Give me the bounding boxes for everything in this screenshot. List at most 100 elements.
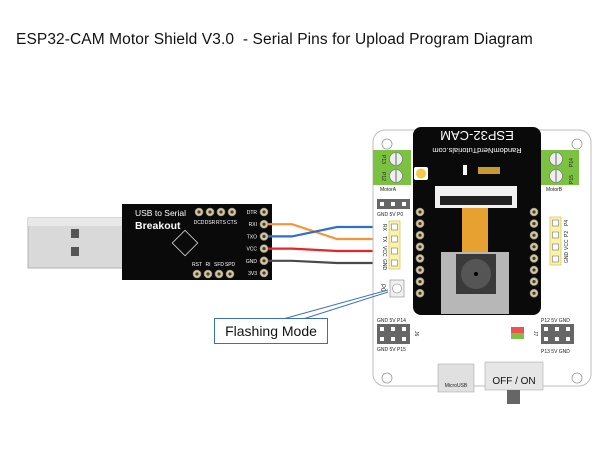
usb-serial-title-1: USB to Serial bbox=[135, 208, 186, 218]
usb-serial-side-pin bbox=[259, 256, 269, 266]
camera-lens-center bbox=[474, 272, 478, 276]
motor-b-label: MotorB bbox=[546, 187, 563, 193]
esp32-right-pin bbox=[529, 230, 539, 240]
right-header: P4 P2 VCC GND bbox=[549, 216, 570, 266]
serial-pin-label: RX bbox=[381, 224, 387, 232]
usb-serial-side-pin bbox=[259, 268, 269, 278]
esp32-right-pin bbox=[529, 242, 539, 252]
usb-serial-bottom-pin-label: RI bbox=[206, 262, 211, 268]
usb-serial-side-pin bbox=[259, 207, 269, 217]
usb-serial-side-pin-label: VCC bbox=[246, 247, 257, 253]
esp32-left-pin bbox=[415, 265, 425, 275]
motor-b-pin: P14 bbox=[569, 158, 575, 167]
micro-usb-label: MicroUSB bbox=[445, 383, 468, 389]
micro-usb-port bbox=[437, 363, 475, 393]
usb-plug-highlight bbox=[28, 218, 128, 226]
usb-serial-top-pin bbox=[194, 207, 204, 217]
led-green bbox=[511, 333, 524, 339]
usb-plug-hole bbox=[71, 229, 79, 238]
smd-part bbox=[463, 165, 467, 175]
diagram-title: ESP32-CAM Motor Shield V3.0 - Serial Pin… bbox=[16, 31, 533, 48]
usb-serial-bottom-pin-label: SFD bbox=[214, 262, 224, 268]
right-header-block bbox=[549, 216, 562, 266]
j6-block bbox=[377, 324, 410, 344]
right-pin-label: P2 bbox=[564, 231, 570, 237]
motor-a-pin: P13 bbox=[380, 155, 386, 164]
mounting-hole bbox=[381, 372, 393, 384]
camera-connector-slot bbox=[440, 196, 512, 205]
usb-serial-top-pin-label: CTS bbox=[227, 220, 238, 226]
callout-pointer bbox=[282, 289, 389, 320]
motor-b-terminal: P14 P15 MotorB bbox=[541, 150, 579, 193]
usb-serial-bottom-pin-label: SPD bbox=[225, 262, 236, 268]
right-pin-label: VCC bbox=[564, 239, 570, 250]
esp32-right-pin bbox=[529, 265, 539, 275]
esp32-left-pin bbox=[415, 207, 425, 217]
smd-array bbox=[478, 167, 500, 174]
esp32-right-pin bbox=[529, 219, 539, 228]
j7-block bbox=[541, 324, 574, 344]
esp32-right-pin bbox=[529, 254, 539, 263]
header-gnd-5v-p0: GND 5V P0 bbox=[377, 199, 410, 218]
serial-pin-label: TX bbox=[381, 236, 387, 243]
esp32-right-pin bbox=[529, 288, 539, 298]
motor-b-pin: P15 bbox=[569, 175, 575, 184]
right-pin-label: GND bbox=[564, 252, 570, 264]
header-label: GND 5V P0 bbox=[377, 212, 403, 218]
mounting-hole bbox=[571, 372, 583, 384]
esp32-cam-url: RandomNerdTutorials.com bbox=[432, 146, 521, 155]
usb-plug-hole bbox=[71, 247, 79, 256]
esp32-left-pin bbox=[415, 219, 425, 228]
p0-flash-button: P0 bbox=[379, 279, 405, 298]
mounting-hole bbox=[571, 138, 583, 150]
serial-pin-label: VCC bbox=[381, 246, 387, 257]
chip-outline bbox=[171, 229, 199, 257]
camera-ribbon bbox=[462, 208, 488, 253]
p0-button-label: P0 bbox=[379, 284, 385, 292]
usb-serial-top-pin bbox=[216, 207, 226, 217]
usb-serial-bottom-pin bbox=[192, 269, 202, 279]
power-switch-lever bbox=[507, 390, 520, 404]
usb-serial-top-pin-label: DSR bbox=[205, 220, 216, 226]
usb-serial-side-pin bbox=[259, 232, 269, 241]
flash-led bbox=[416, 168, 426, 179]
esp32-right-pin bbox=[529, 277, 539, 286]
serial-pin-label: GND bbox=[381, 259, 387, 271]
usb-serial-side-pin-label: RXI bbox=[249, 222, 257, 228]
usb-serial-side-pin bbox=[259, 219, 269, 229]
right-pin-label: P4 bbox=[564, 220, 570, 226]
motor-a-terminal: P13 P12 MotorA bbox=[373, 150, 411, 193]
esp32-cam-title: ESP32-CAM bbox=[440, 128, 514, 143]
usb-serial-side-pin-label: TXO bbox=[247, 234, 257, 240]
usb-plug bbox=[27, 217, 129, 269]
usb-serial-bottom-pin bbox=[203, 269, 213, 279]
usb-serial-side-pin bbox=[259, 244, 269, 253]
flashing-mode-callout: Flashing Mode bbox=[214, 318, 328, 344]
header-j6: GND 5V P14 GND 5V P15 J6 bbox=[377, 318, 419, 353]
usb-serial-side-pin-label: DTR bbox=[247, 210, 258, 216]
serial-header-block bbox=[388, 220, 401, 270]
usb-plug-body bbox=[27, 217, 129, 269]
j7-bottom-label: P13 5V GND bbox=[541, 349, 570, 355]
mounting-hole bbox=[381, 138, 393, 150]
esp32-left-pin bbox=[415, 277, 425, 286]
usb-serial-bottom-pin bbox=[225, 269, 235, 279]
power-switch-label: OFF / ON bbox=[492, 376, 535, 387]
callout-pointer bbox=[302, 291, 389, 320]
usb-serial-side-pin-label: 3V3 bbox=[248, 271, 257, 277]
j6-label: J6 bbox=[413, 331, 419, 337]
wire-txo-to-rx bbox=[268, 225, 389, 238]
esp32-left-pin bbox=[415, 242, 425, 252]
wire-gnd-to-gnd bbox=[268, 259, 389, 265]
wire-vcc-to-vcc bbox=[268, 247, 389, 253]
usb-serial-top-pin bbox=[205, 207, 215, 217]
esp32-left-pin bbox=[415, 230, 425, 240]
p0-button-cap bbox=[392, 283, 402, 294]
j7-label: J7 bbox=[532, 331, 538, 337]
serial-header: RX TX VCC GND bbox=[381, 220, 401, 271]
motor-shield: P13 P12 MotorA P14 P15 MotorB ESP32-CAM … bbox=[372, 127, 592, 404]
esp32-cam-module: ESP32-CAM RandomNerdTutorials.com bbox=[413, 127, 541, 315]
led-red bbox=[511, 327, 524, 333]
